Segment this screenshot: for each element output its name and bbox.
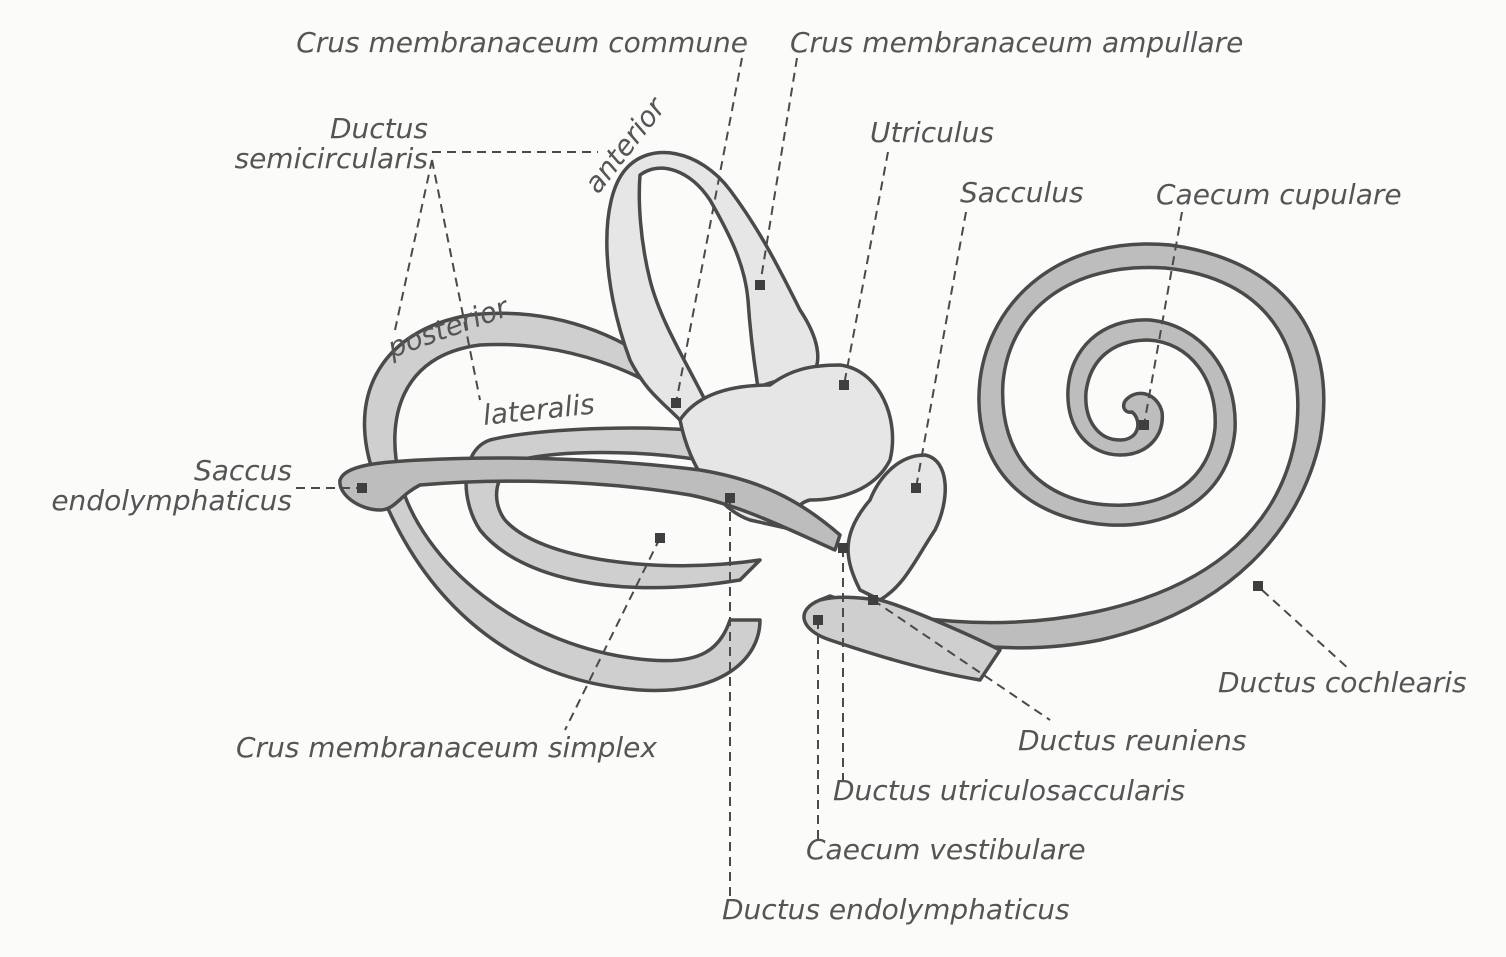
marker-caecum-cupulare bbox=[1139, 420, 1149, 430]
label-caecum-cupulare: Caecum cupulare bbox=[1156, 178, 1402, 211]
label-ductus-utriculosaccularis: Ductus utriculosaccularis bbox=[833, 774, 1185, 807]
label-ductus-semicircularis-2: semicircularis bbox=[234, 142, 428, 175]
label-saccus-2: endolymphaticus bbox=[51, 484, 292, 517]
label-sacculus: Sacculus bbox=[960, 176, 1084, 209]
marker-caecum-vestibulare bbox=[813, 615, 823, 625]
label-crus-ampullare: Crus membranaceum ampullare bbox=[790, 26, 1243, 59]
markers bbox=[357, 280, 1263, 625]
marker-utriculus bbox=[839, 380, 849, 390]
label-lateralis: lateralis bbox=[481, 387, 596, 432]
marker-utriculosaccularis bbox=[838, 543, 848, 553]
marker-crus-simplex bbox=[655, 533, 665, 543]
ductus-cochlearis-shape bbox=[818, 242, 1326, 650]
label-crus-simplex: Crus membranaceum simplex bbox=[236, 731, 657, 764]
saccus-endolymphaticus-shape bbox=[338, 456, 842, 552]
leader-lines bbox=[296, 57, 1351, 900]
label-saccus-1: Saccus bbox=[194, 454, 292, 487]
label-ductus-reuniens: Ductus reuniens bbox=[1018, 724, 1246, 757]
marker-ductus-reuniens bbox=[868, 595, 878, 605]
label-ductus-endolymphaticus: Ductus endolymphaticus bbox=[722, 893, 1070, 926]
label-utriculus: Utriculus bbox=[870, 116, 994, 149]
label-ductus-semicircularis-1: Ductus bbox=[330, 112, 428, 145]
label-ductus-cochlearis: Ductus cochlearis bbox=[1218, 666, 1467, 699]
label-crus-commune: Crus membranaceum commune bbox=[296, 26, 748, 59]
marker-saccus bbox=[357, 483, 367, 493]
marker-ductus-endolymphaticus bbox=[725, 493, 735, 503]
marker-crus-commune bbox=[671, 398, 681, 408]
marker-sacculus bbox=[911, 483, 921, 493]
marker-crus-ampullare bbox=[755, 280, 765, 290]
label-caecum-vestibulare: Caecum vestibulare bbox=[806, 833, 1086, 866]
marker-ductus-cochlearis bbox=[1253, 581, 1263, 591]
